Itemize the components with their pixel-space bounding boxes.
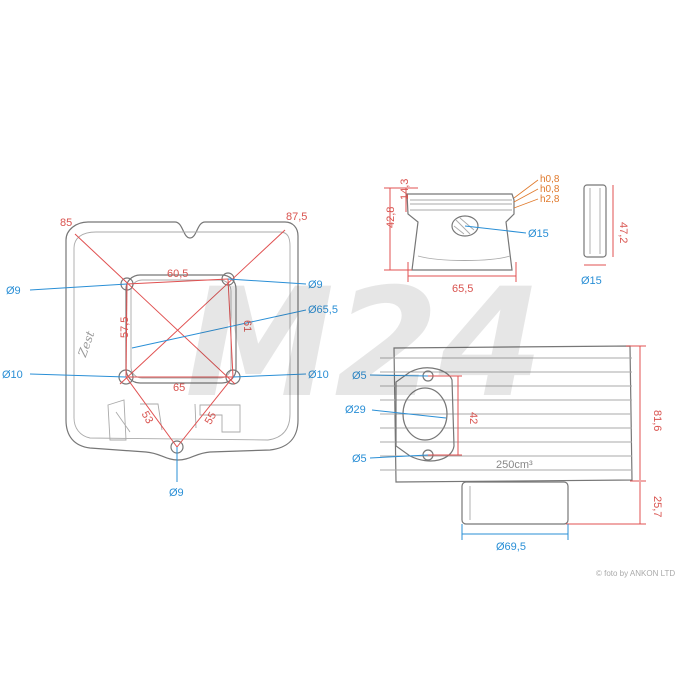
cylinder-fins: [380, 357, 632, 471]
dim-line-53: [125, 376, 178, 448]
leader-bore: [131, 309, 307, 349]
label-bore: Ø65,5: [308, 304, 338, 316]
piston-skirt-edge: [417, 255, 511, 261]
label-bolt-tl: Ø9: [6, 285, 21, 297]
leader-bolt-tl: [29, 283, 128, 291]
dim-line-55: [176, 376, 234, 448]
piston-outline: [406, 193, 515, 271]
photo-credit: © foto by ANKON LTD: [596, 569, 675, 578]
leader-stud-bottom: [369, 454, 429, 459]
leader-bolt-ml: [29, 373, 127, 378]
diag-line-85: [74, 233, 236, 385]
piston-view: h0,8 h0,8 h2,8 14,3 42,8 65,5 Ø15: [384, 174, 560, 295]
label-pin-length: 47,2: [617, 222, 629, 243]
label-stud-top: Ø5: [352, 370, 367, 382]
leader-stud-top: [369, 374, 429, 377]
piston-pin-boss: [451, 215, 479, 237]
top-view-outline: [65, 221, 299, 461]
leader-bolt-mr: [232, 373, 307, 378]
ring-leader-3: [513, 198, 539, 209]
label-dim-65: 65: [173, 382, 185, 394]
leader-bolt-tr: [227, 278, 307, 285]
label-dim-87-5: 87,5: [286, 211, 307, 223]
watermark-logo: M24: [185, 257, 543, 431]
label-ring-3: h2,8: [540, 194, 560, 205]
pin-body: [583, 184, 607, 258]
bore-square: [125, 274, 237, 384]
label-ring-1: h0,8: [540, 174, 560, 185]
label-piston-diameter: 65,5: [452, 283, 473, 295]
pin-view: 47,2 Ø15: [581, 184, 629, 287]
label-piston-ring-height: 14,3: [399, 179, 411, 200]
label-piston-height: 42,8: [385, 207, 397, 228]
label-dim-85: 85: [60, 217, 72, 229]
top-view-cast-mark: Zest: [75, 329, 98, 360]
label-ring-2: h0,8: [540, 184, 560, 195]
top-view-inner-edge: [73, 231, 291, 441]
intake-port: [402, 387, 448, 441]
top-view: Zest 85 87,5 60,5 57,5 61 65 53 55 Ø9 Ø9…: [2, 211, 338, 499]
cylinder-cast-mark: 250cm³: [496, 459, 533, 471]
dim-line-57-5: [125, 283, 128, 378]
label-dim-55: 55: [203, 410, 220, 427]
label-dim-53: 53: [139, 409, 156, 426]
cylinder-fins-outline: [393, 345, 633, 483]
cam-chain-cutout: [107, 399, 241, 441]
cylinder-side-view: 250cm³ Ø5 Ø29 Ø5 42 81,6 25,7 Ø69,5: [345, 345, 663, 553]
label-skirt-height: 25,7: [651, 496, 663, 517]
ring-leader-2: [513, 188, 539, 203]
label-dim-61: 61: [241, 320, 253, 332]
label-bolt-ml: Ø10: [2, 369, 23, 381]
label-port-spacing: 42: [467, 412, 479, 424]
label-dim-57-5: 57,5: [119, 317, 131, 338]
label-bolt-tr: Ø9: [308, 279, 323, 291]
dim-line-61: [227, 278, 234, 378]
dim-line-60-5: [126, 278, 229, 285]
label-pin-diameter: Ø15: [581, 275, 602, 287]
ring-leader-1: [513, 179, 539, 199]
label-bolt-bottom: Ø9: [169, 487, 184, 499]
leader-port: [371, 409, 447, 419]
diag-line-87-5: [119, 229, 286, 385]
label-piston-pin: Ø15: [528, 228, 549, 240]
label-skirt-diameter: Ø69,5: [496, 541, 526, 553]
cylinder-skirt: [461, 481, 569, 525]
leader-piston-pin: [464, 225, 527, 234]
label-dim-60-5: 60,5: [167, 268, 188, 280]
label-port: Ø29: [345, 404, 366, 416]
label-bolt-mr: Ø10: [308, 369, 329, 381]
label-cylinder-height: 81,6: [651, 410, 663, 431]
piston-pin-hatch: [453, 217, 475, 235]
label-stud-bottom: Ø5: [352, 453, 367, 465]
